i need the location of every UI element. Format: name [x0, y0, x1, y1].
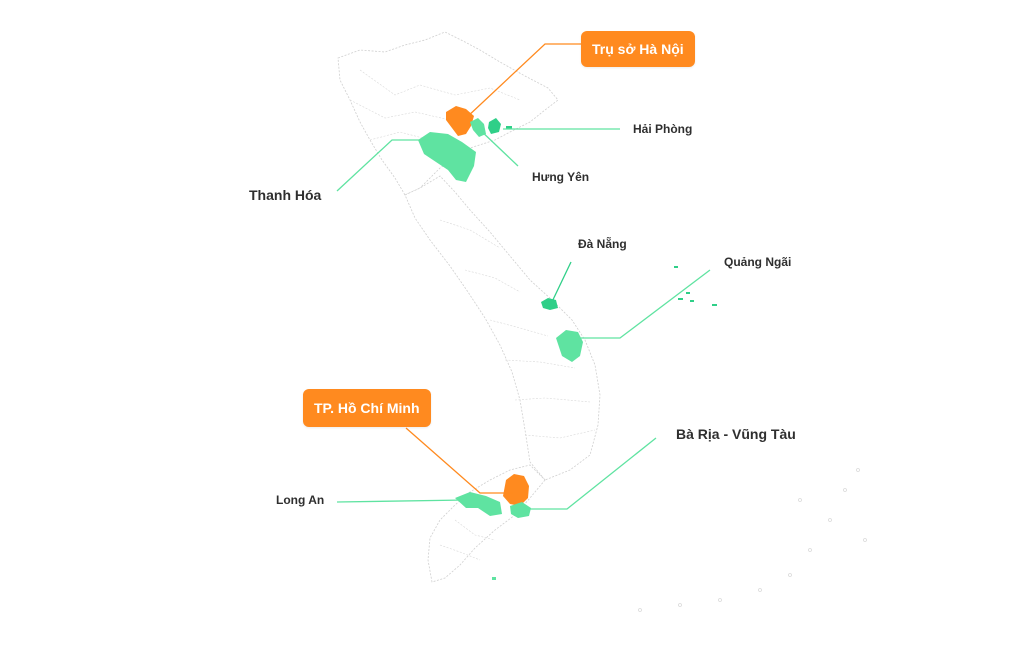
- quangngai-region-shape: [556, 330, 583, 362]
- thanhhoa-region-shape: [418, 132, 476, 182]
- quangngai-leader-line: [578, 269, 711, 339]
- hungyen-label: Hưng Yên: [532, 170, 590, 184]
- quangngai-label: Quảng Ngãi: [724, 255, 792, 269]
- hungyen-leader-line: [477, 127, 519, 167]
- longan-region-shape: [455, 492, 502, 516]
- longan-label: Long An: [276, 493, 325, 507]
- phuquoc-island-shape: [492, 577, 496, 580]
- leader-lines: [336, 43, 711, 510]
- thanhhoa-leader-line: [336, 139, 428, 192]
- danang-label: Đà Nẵng: [578, 237, 627, 251]
- danang-leader-line: [549, 261, 572, 307]
- central-region-outline: [404, 175, 601, 481]
- baria-leader-line: [525, 437, 657, 510]
- baria-region-shape: [510, 502, 531, 518]
- haiphong-island-shape: [506, 126, 512, 129]
- danang-region-shape: [541, 298, 558, 310]
- hcm-leader-line: [405, 427, 513, 494]
- longan-leader-line: [336, 499, 467, 503]
- hanoi-leader-line: [465, 43, 581, 119]
- baria-label: Bà Rịa - Vũng Tàu: [676, 426, 796, 442]
- hanoi-region-shape: [446, 106, 474, 136]
- quangngai-islands: [674, 266, 717, 306]
- highlighted-provinces: [418, 106, 717, 580]
- offshore-islands: [638, 468, 867, 612]
- haiphong-label: Hải Phòng: [633, 122, 693, 136]
- hanoi-headquarters-badge: Trụ sở Hà Nội: [581, 31, 695, 67]
- thanhhoa-label: Thanh Hóa: [249, 187, 322, 203]
- hcm-region-shape: [503, 474, 529, 506]
- hcm-headquarters-badge: TP. Hồ Chí Minh: [303, 389, 431, 427]
- haiphong-region-shape: [488, 118, 501, 134]
- southern-region-outline: [427, 464, 546, 583]
